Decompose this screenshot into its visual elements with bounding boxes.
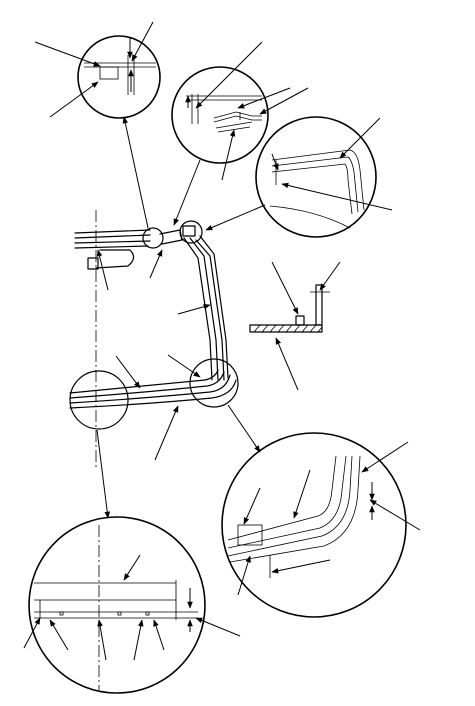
detail-view-bottom-left [23, 516, 241, 694]
elbow-joint-circle [189, 358, 239, 408]
top-joint-circle [179, 220, 203, 244]
detail-view-top-middle [171, 41, 309, 181]
left-joint-circle [142, 227, 164, 249]
main-assembly [69, 210, 239, 470]
callout-leader-8 [167, 354, 201, 378]
callout-leader-6 [177, 304, 211, 315]
detail-view-top-left [34, 21, 161, 119]
callout-leader-2 [173, 159, 201, 226]
detail-view-bottom-right [221, 432, 421, 618]
callout-leader-4 [96, 249, 109, 291]
lower-rails [69, 369, 237, 409]
callout-leader-1 [122, 116, 149, 229]
detail-view-top-right [255, 116, 393, 238]
callout-leader-3 [205, 204, 266, 231]
callout-leader-10 [227, 404, 261, 453]
section-hatching [253, 324, 323, 333]
upper-rail [74, 229, 151, 270]
flange-section [249, 261, 341, 391]
callout-leader-9 [154, 405, 179, 461]
left-lower-circle [69, 370, 129, 430]
bent-pipe [183, 235, 229, 381]
callout-leader-5 [149, 249, 163, 279]
callout-leader-11 [96, 429, 110, 519]
callout-leader-7 [115, 355, 141, 389]
